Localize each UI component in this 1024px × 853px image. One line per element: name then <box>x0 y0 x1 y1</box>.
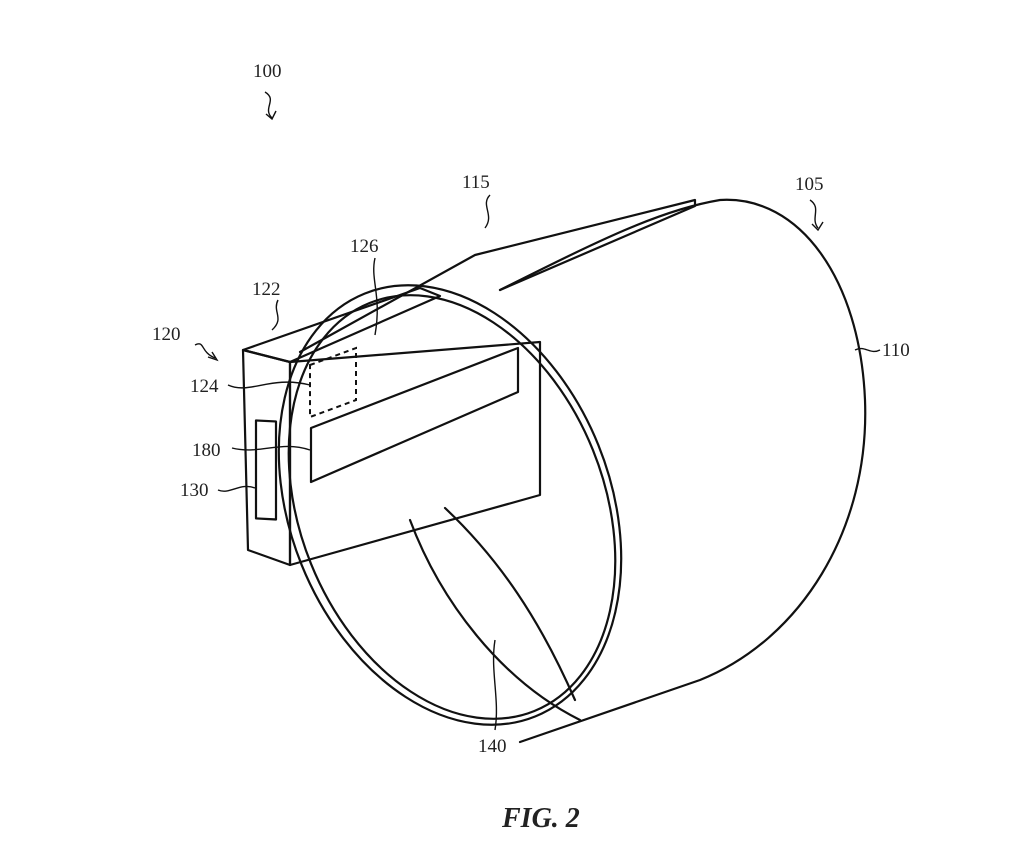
leader-110 <box>854 347 881 353</box>
leader-115 <box>484 194 491 229</box>
leader-120 <box>194 343 216 359</box>
strap-end <box>298 198 697 354</box>
leader-105 <box>809 199 819 229</box>
inner-surface-edge <box>443 506 577 702</box>
label-105: 105 <box>795 174 824 195</box>
display-region <box>309 346 520 484</box>
leader-180 <box>231 445 311 451</box>
figure-caption: FIG. 2 <box>501 803 580 834</box>
label-140: 140 <box>478 736 507 757</box>
side-window <box>254 419 278 521</box>
label-180: 180 <box>192 440 221 461</box>
component-dashed-box <box>309 346 357 419</box>
arrow-105 <box>811 221 824 232</box>
leader-140 <box>492 639 498 731</box>
arrow-120 <box>207 351 219 362</box>
label-100: 100 <box>253 61 282 82</box>
band-outer-surface <box>498 198 867 744</box>
leader-100 <box>264 91 273 119</box>
leader-122 <box>271 299 279 331</box>
band-front-rim-inner <box>287 294 617 720</box>
leader-124 <box>227 381 311 389</box>
label-130: 130 <box>180 480 209 501</box>
leader-130 <box>217 485 256 492</box>
arrow-100 <box>265 110 277 121</box>
label-120: 120 <box>152 324 181 345</box>
label-110: 110 <box>882 340 910 361</box>
band-front-rim-outer <box>277 284 623 726</box>
label-126: 126 <box>350 236 379 257</box>
label-115: 115 <box>462 172 490 193</box>
leader-126 <box>373 257 378 336</box>
label-122: 122 <box>252 279 281 300</box>
housing-front-face <box>241 348 292 567</box>
inner-surface <box>408 518 582 722</box>
label-124: 124 <box>190 376 219 397</box>
